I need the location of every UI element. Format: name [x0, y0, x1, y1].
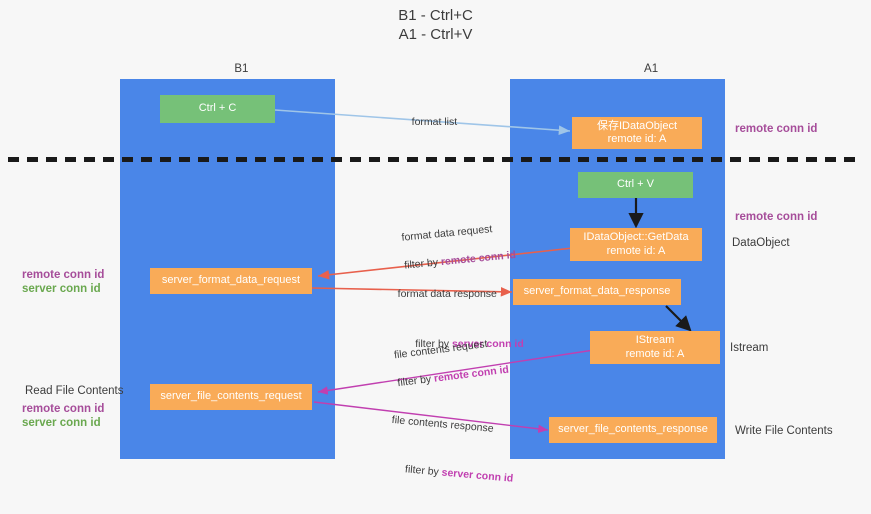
node-ctrl-c-label: Ctrl + C — [198, 102, 237, 115]
diagram-canvas: B1 - Ctrl+C A1 - Ctrl+V B1 connection A1… — [8, 7, 863, 485]
annotation-right-remote-conn-mid: remote conn id — [735, 211, 818, 223]
edge-label-format-data-response: format data response filter by server co… — [386, 273, 524, 379]
edge-label-format-data-response-line1: format data response — [397, 288, 497, 300]
edge-format-list — [274, 109, 571, 135]
node-istream-line2: remote id: A — [625, 347, 685, 360]
edge-label-format-data-request-key: remote conn id — [440, 248, 517, 269]
node-server-file-contents-response-label: server_file_contents_response — [558, 423, 708, 436]
node-save-idataobject-line1: 保存IDataObject — [596, 119, 678, 132]
edge-label-format-list: format list — [400, 101, 458, 143]
node-save-idataobject[interactable]: 保存IDataObject remote id: A — [572, 117, 702, 149]
phase-divider — [8, 157, 863, 162]
edge-label-format-data-response-prefix: filter by — [415, 338, 452, 350]
annotation-left-server-conn-id-2: server conn id — [22, 417, 101, 429]
node-server-format-data-request[interactable]: server_format_data_request — [150, 268, 312, 294]
edge-label-file-contents-response: file contents response filter by server … — [373, 398, 519, 514]
annotation-right-write-file-contents: Write File Contents — [735, 425, 833, 437]
annotation-right-remote-conn-top: remote conn id — [735, 123, 818, 135]
node-server-file-contents-request-label: server_file_contents_request — [160, 390, 302, 403]
edge-file-contents-request — [317, 349, 595, 395]
annotation-left-remote-conn-id: remote conn id — [22, 269, 105, 281]
node-idataobject-getdata[interactable]: IDataObject::GetData remote id: A — [570, 228, 702, 261]
annotation-left-server-conn-id: server conn id — [22, 283, 101, 295]
edge-label-file-contents-response-line1: file contents response — [391, 413, 495, 435]
edge-label-file-contents-request-key: remote conn id — [433, 363, 510, 385]
node-ctrl-c[interactable]: Ctrl + C — [160, 95, 275, 123]
edge-label-format-list-line1: format list — [411, 116, 458, 128]
edge-label-file-contents-request-line1: file contents request — [393, 338, 489, 362]
column-header-b1-name: B1 — [234, 63, 249, 75]
annotation-right-istream: Istream — [730, 342, 769, 354]
edge-label-file-contents-request: file contents request filter by remote c… — [380, 321, 511, 406]
node-idataobject-getdata-line2: remote id: A — [606, 244, 666, 257]
node-server-file-contents-request[interactable]: server_file_contents_request — [150, 384, 312, 410]
edge-label-file-contents-request-prefix: filter by — [396, 372, 435, 390]
page-title: B1 - Ctrl+C A1 - Ctrl+V — [398, 7, 473, 43]
edge-layer — [274, 109, 692, 434]
node-idataobject-getdata-line1: IDataObject::GetData — [583, 231, 689, 243]
annotation-left-remote-conn-id-2: remote conn id — [22, 403, 105, 415]
node-istream-line1: IStream — [635, 334, 675, 346]
node-server-file-contents-response[interactable]: server_file_contents_response — [549, 417, 717, 443]
edge-file-contents-response — [313, 401, 549, 434]
edge-label-format-data-request-prefix: filter by — [403, 256, 442, 272]
node-istream[interactable]: IStream remote id: A — [590, 331, 720, 364]
edge-label-format-data-response-key: server conn id — [451, 338, 524, 350]
node-server-format-data-response-label: server_format_data_response — [523, 285, 671, 298]
annotation-left-read-file-contents: Read File Contents — [25, 385, 124, 397]
edge-response-to-istream — [665, 305, 692, 332]
node-ctrl-v-label: Ctrl + V — [617, 178, 654, 191]
edge-format-data-request — [317, 247, 574, 280]
node-server-format-data-request-label: server_format_data_request — [161, 274, 301, 287]
node-ctrl-v[interactable]: Ctrl + V — [578, 172, 693, 198]
edge-label-format-data-request-line1: format data request — [401, 223, 493, 244]
annotation-right-dataobject: DataObject — [732, 237, 790, 249]
node-server-format-data-response[interactable]: server_format_data_response — [513, 279, 681, 305]
column-header-a1-name: A1 — [644, 63, 659, 75]
edge-label-file-contents-response-prefix: filter by — [404, 463, 443, 479]
edge-label-file-contents-response-key: server conn id — [441, 466, 514, 485]
edge-format-data-response — [311, 286, 513, 297]
node-save-idataobject-line2: remote id: A — [607, 133, 667, 145]
